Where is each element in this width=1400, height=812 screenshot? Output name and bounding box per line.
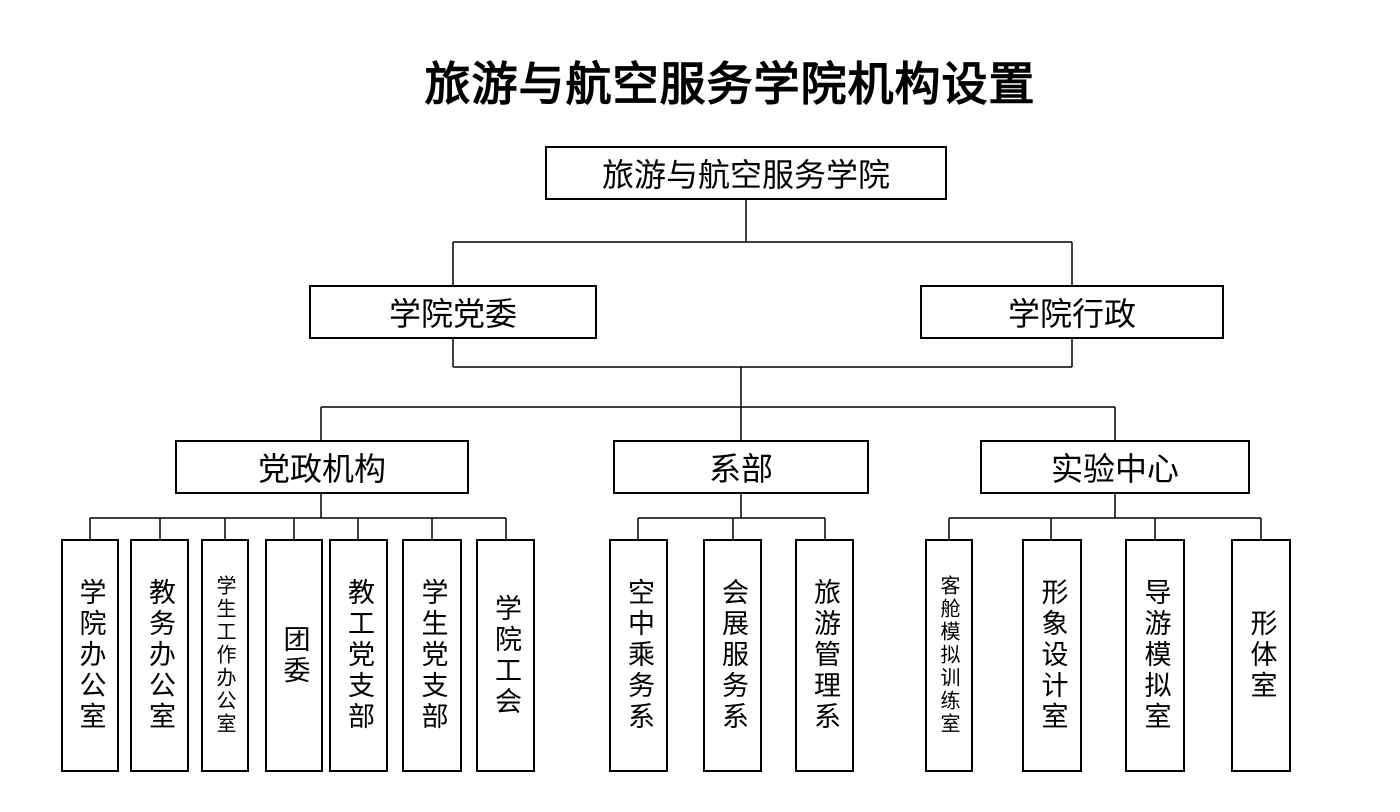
node-exhibition-service-dept: 会展服务系 [703, 539, 762, 772]
node-party-admin-offices: 党政机构 [175, 440, 469, 494]
node-labor-union: 学院工会 [476, 539, 535, 772]
page-title: 旅游与航空服务学院机构设置 [424, 57, 1036, 111]
node-academic-affairs-office: 教务办公室 [130, 539, 189, 772]
node-party-committee: 学院党委 [309, 285, 597, 339]
node-image-design-room: 形象设计室 [1022, 539, 1082, 772]
node-departments: 系部 [613, 440, 869, 494]
node-youth-league: 团委 [265, 539, 323, 772]
node-root: 旅游与航空服务学院 [545, 146, 947, 200]
node-tourism-management-dept: 旅游管理系 [795, 539, 854, 772]
node-administration: 学院行政 [920, 285, 1224, 339]
node-staff-party-branch: 教工党支部 [329, 539, 388, 772]
node-flight-attendant-dept: 空中乘务系 [609, 539, 668, 772]
node-college-office: 学院办公室 [61, 539, 119, 772]
node-fitness-room: 形体室 [1231, 539, 1291, 772]
node-tour-guide-simulation-room: 导游模拟室 [1125, 539, 1185, 772]
node-student-affairs-office: 学生工作办公室 [201, 539, 249, 772]
node-student-party-branch: 学生党支部 [402, 539, 462, 772]
node-cabin-simulation-room: 客舱模拟训练室 [925, 539, 973, 772]
node-lab-center: 实验中心 [980, 440, 1250, 494]
